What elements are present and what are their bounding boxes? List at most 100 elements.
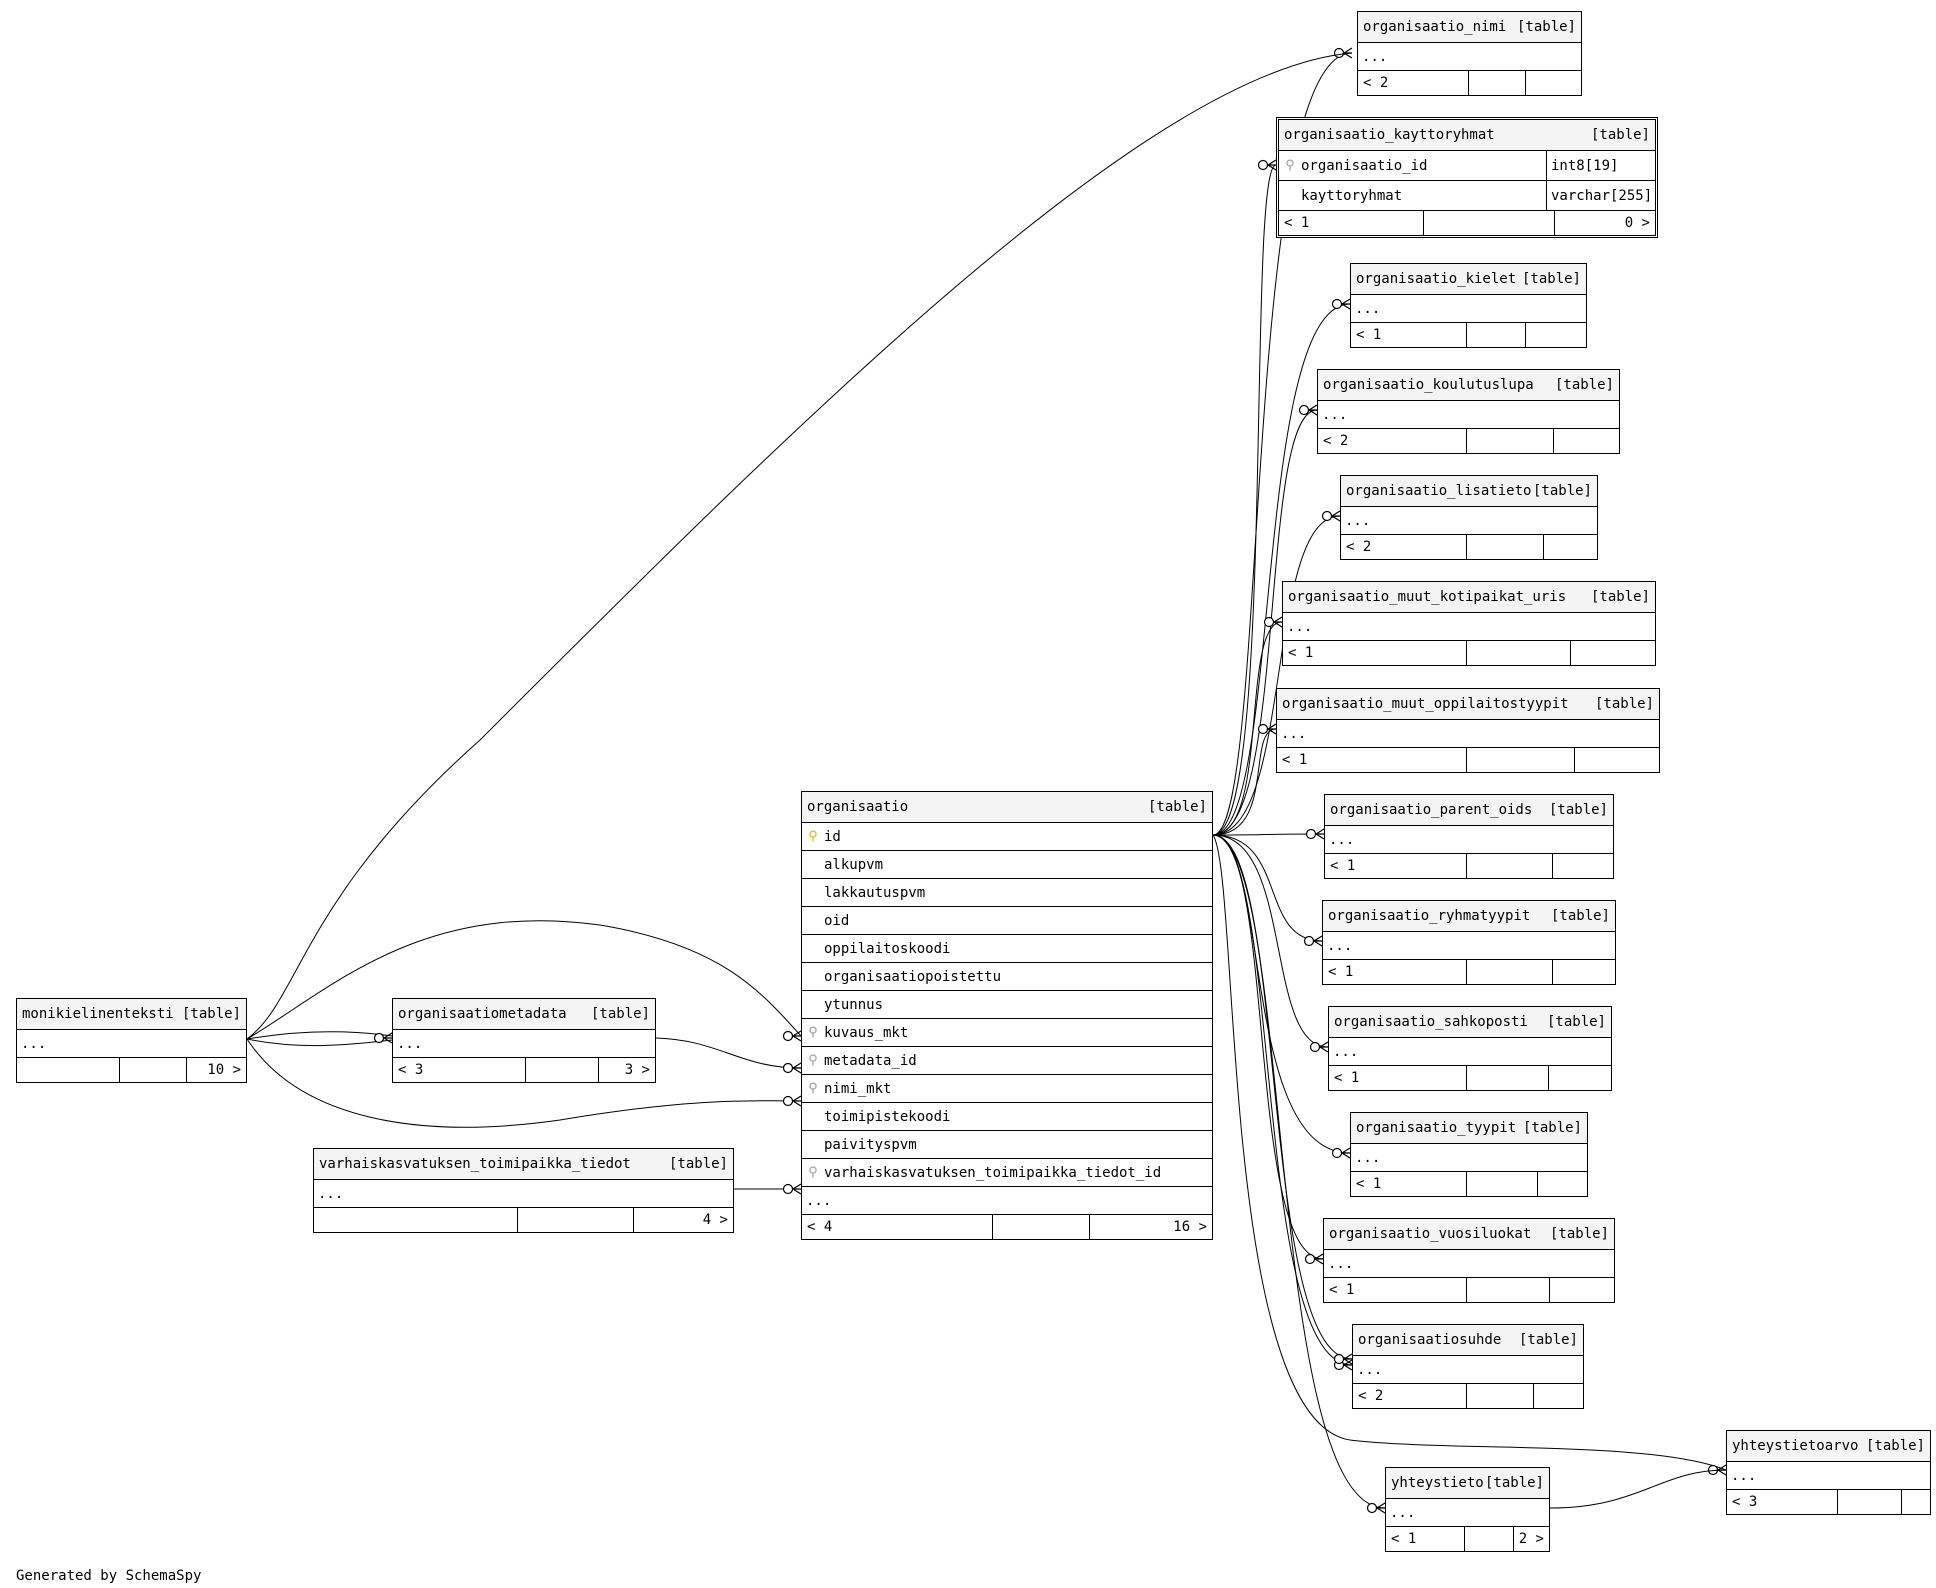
children-link[interactable] [1550,1278,1614,1302]
table-organisaatio-muut-kotipaikat-uris[interactable]: organisaatio_muut_kotipaikat_uris[table]… [1282,581,1656,666]
more-columns[interactable]: ... [1325,826,1613,854]
generated-by-label: Generated by SchemaSpy [16,1568,202,1584]
column-row-lakkautuspvm[interactable]: ⚲lakkautuspvm [802,879,1212,907]
parents-link[interactable]: < 1 [1325,854,1467,878]
more-columns[interactable]: ... [1318,401,1619,429]
table-organisaatio-nimi[interactable]: organisaatio_nimi[table] ... < 2 [1357,11,1582,96]
table-footer: < 4 16 > [802,1215,1212,1239]
more-columns[interactable]: ... [1351,1144,1587,1172]
table-kind: [table] [1518,1332,1578,1348]
children-link[interactable] [1553,960,1615,984]
table-organisaatio-kielet[interactable]: organisaatio_kielet[table] ... < 1 [1350,263,1587,348]
more-columns[interactable]: ... [1323,932,1615,960]
more-columns[interactable]: ... [314,1180,733,1208]
parents-link[interactable]: < 4 [802,1215,993,1239]
more-columns[interactable]: ... [1351,295,1586,323]
table-name: monikielinenteksti [22,1006,174,1022]
children-link[interactable]: 3 > [624,1062,650,1078]
column-row-nimi-mkt[interactable]: ⚲nimi_mkt [802,1075,1212,1103]
table-organisaatiosuhde[interactable]: organisaatiosuhde[table] ... < 2 [1352,1324,1584,1409]
table-organisaatio-kayttoryhmat[interactable]: organisaatio_kayttoryhmat [table] ⚲organ… [1276,117,1658,238]
more-columns[interactable]: ... [802,1187,1212,1215]
column-row-paivityspvm[interactable]: ⚲paivityspvm [802,1131,1212,1159]
table-name: yhteystieto [1391,1475,1484,1491]
children-link[interactable] [1571,641,1655,665]
relationship-line [1212,834,1386,1509]
children-link[interactable]: 2 > [1518,1531,1544,1547]
column-row-organisaatiopoistettu[interactable]: ⚲organisaatiopoistettu [802,963,1212,991]
table-organisaatio-lisatieto[interactable]: organisaatio_lisatieto[table] ... < 2 [1340,475,1598,560]
column-row-kuvaus-mkt[interactable]: ⚲kuvaus_mkt [802,1019,1212,1047]
children-link[interactable] [1554,429,1619,453]
relationship-line [1212,834,1323,942]
table-organisaatio-parent-oids[interactable]: organisaatio_parent_oids[table] ... < 1 [1324,794,1614,879]
parents-link[interactable]: < 1 [1351,1172,1467,1196]
more-columns[interactable]: ... [1727,1462,1930,1490]
children-link[interactable] [1526,323,1586,347]
column-row-oid[interactable]: ⚲oid [802,907,1212,935]
children-link[interactable] [1538,1172,1587,1196]
table-organisaatio-tyypit[interactable]: organisaatio_tyypit[table] ... < 1 [1350,1112,1588,1197]
parents-link[interactable]: < 2 [1353,1384,1467,1408]
table-kind: [table] [1590,127,1650,143]
column-row-kayttoryhmat[interactable]: ⚲kayttoryhmat varchar[255] [1279,181,1655,211]
more-columns[interactable]: ... [1341,507,1597,535]
children-link[interactable] [1534,1384,1583,1408]
parents-link[interactable] [17,1058,120,1082]
more-columns[interactable]: ... [1358,43,1581,71]
column-row-id[interactable]: ⚲id [802,823,1212,851]
children-link[interactable]: 16 > [1173,1219,1207,1235]
parents-link[interactable]: < 2 [1318,429,1467,453]
table-organisaatio-sahkoposti[interactable]: organisaatio_sahkoposti[table] ... < 1 [1328,1006,1612,1091]
table-yhteystietoarvo[interactable]: yhteystietoarvo[table] ... < 3 [1726,1430,1931,1515]
column-row-alkupvm[interactable]: ⚲alkupvm [802,851,1212,879]
more-columns[interactable]: ... [1324,1250,1614,1278]
parents-link[interactable]: < 1 [1351,323,1467,347]
more-columns[interactable]: ... [1329,1038,1611,1066]
parents-link[interactable]: < 1 [1329,1066,1467,1090]
table-organisaatio-vuosiluokat[interactable]: organisaatio_vuosiluokat[table] ... < 1 [1323,1218,1615,1303]
table-organisaatio[interactable]: organisaatio [table] ⚲id ⚲alkupvm ⚲lakka… [801,791,1213,1240]
more-columns[interactable]: ... [1283,613,1655,641]
parents-link[interactable] [314,1208,518,1232]
children-link[interactable] [1549,1066,1611,1090]
crows-foot-marker [1309,1041,1329,1053]
children-link[interactable]: 10 > [207,1062,241,1078]
parents-link[interactable]: < 1 [1323,960,1467,984]
parents-link[interactable]: < 2 [1358,71,1469,95]
parents-link[interactable]: < 1 [1283,641,1467,665]
children-link[interactable] [1526,71,1581,95]
more-columns[interactable]: ... [393,1030,655,1058]
parents-link[interactable]: < 3 [393,1058,526,1082]
parents-link[interactable]: < 1 [1324,1278,1467,1302]
table-organisaatio-ryhmatyypit[interactable]: organisaatio_ryhmatyypit[table] ... < 1 [1322,900,1616,985]
column-row-ytunnus[interactable]: ⚲ytunnus [802,991,1212,1019]
column-row-oppilaitoskoodi[interactable]: ⚲oppilaitoskoodi [802,935,1212,963]
column-row-toimipistekoodi[interactable]: ⚲toimipistekoodi [802,1103,1212,1131]
more-columns[interactable]: ... [17,1030,246,1058]
relationship-line [1212,834,1353,1360]
column-row-varhaiskasvatuksen-toimipaikka-tiedot-id[interactable]: ⚲varhaiskasvatuksen_toimipaikka_tiedot_i… [802,1159,1212,1187]
children-link[interactable] [1544,535,1597,559]
table-varhaiskasvatuksen-toimipaikka-tiedot[interactable]: varhaiskasvatuksen_toimipaikka_tiedot[ta… [313,1148,734,1233]
parents-link[interactable]: < 2 [1341,535,1467,559]
table-monikielinenteksti[interactable]: monikielinenteksti[table] ... 10 > [16,998,247,1083]
parents-link[interactable]: < 1 [1277,748,1467,772]
children-link[interactable]: 0 > [1624,215,1650,231]
more-columns[interactable]: ... [1277,720,1659,748]
children-link[interactable]: 4 > [702,1212,728,1228]
table-organisaatio-koulutuslupa[interactable]: organisaatio_koulutuslupa[table] ... < 2 [1317,369,1620,454]
column-row-organisaatio-id[interactable]: ⚲organisaatio_id int8[19] [1279,151,1655,181]
parents-link[interactable]: < 1 [1386,1527,1465,1551]
children-link[interactable] [1575,748,1659,772]
children-link[interactable] [1553,854,1613,878]
parents-link[interactable]: < 1 [1279,211,1424,235]
more-columns[interactable]: ... [1353,1356,1583,1384]
column-row-metadata-id[interactable]: ⚲metadata_id [802,1047,1212,1075]
parents-link[interactable]: < 3 [1727,1490,1838,1514]
table-organisaatio-muut-oppilaitostyypit[interactable]: organisaatio_muut_oppilaitostyypit[table… [1276,688,1660,773]
more-columns[interactable]: ... [1386,1499,1549,1527]
children-link[interactable] [1902,1490,1930,1514]
